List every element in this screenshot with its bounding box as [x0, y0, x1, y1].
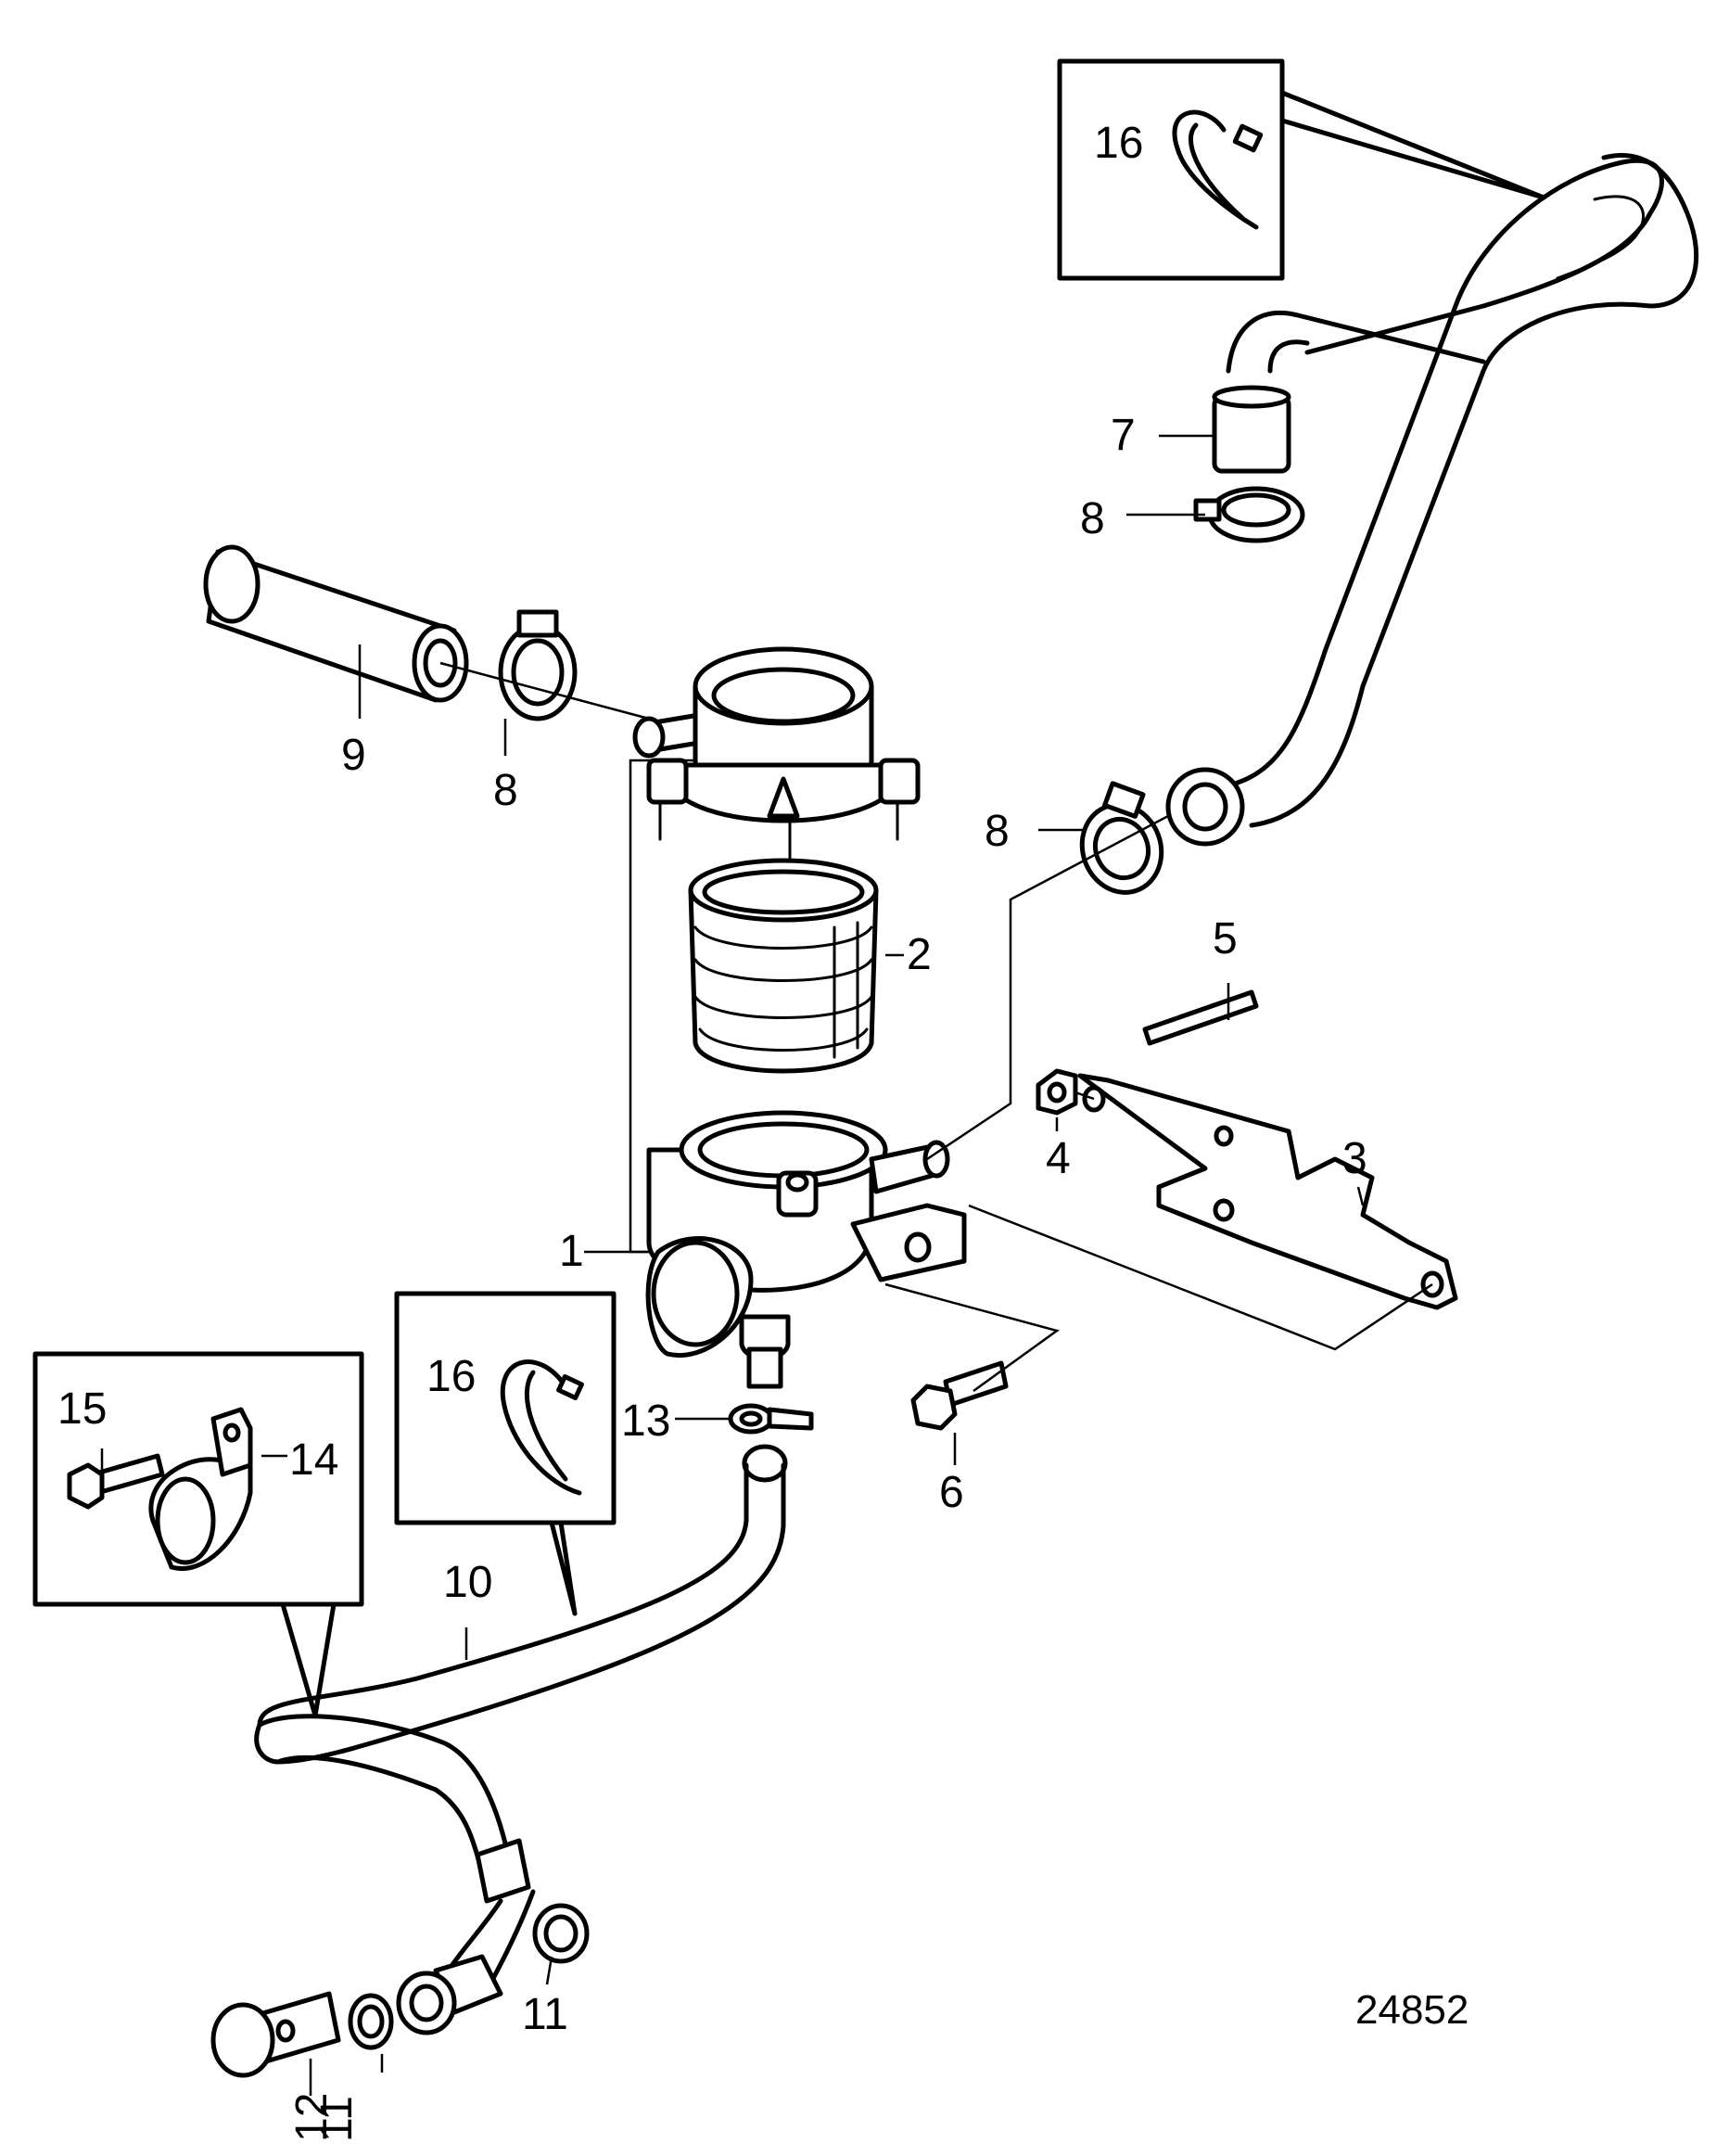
hose-clamp-upper: [1193, 486, 1305, 543]
mounting-bracket: [1077, 1073, 1458, 1310]
detail-box-top-clip: [1057, 58, 1546, 281]
filter-housing: [645, 1110, 967, 1389]
callout-11-right: 11: [522, 1990, 568, 2039]
detail-box-hose-clip: [394, 1291, 617, 1616]
detail-box-bracket-clip: [32, 1351, 364, 1718]
callout-4: 4: [1046, 1134, 1071, 1183]
hose-connector: [1212, 385, 1291, 474]
hex-bolt: [910, 1360, 1009, 1431]
callout-16-top: 16: [1094, 119, 1143, 168]
callout-11-left: 11: [312, 2096, 362, 2142]
callout-1: 1: [559, 1227, 584, 1276]
hose-clamp-middle: [1079, 781, 1164, 895]
sealing-washer-right: [532, 1903, 590, 1964]
callout-7: 7: [1111, 411, 1136, 460]
callout-12: 12: [287, 2093, 337, 2142]
callout-14: 14: [289, 1435, 338, 1485]
callout-9: 9: [341, 731, 366, 780]
banjo-bolt: [210, 1991, 341, 2078]
callout-8-upper: 8: [1080, 494, 1105, 543]
short-hose: [203, 544, 469, 703]
callout-16-middle: 16: [426, 1352, 476, 1401]
strainer-basket: [688, 858, 879, 1074]
callout-5: 5: [1213, 914, 1238, 963]
figure-number: 24852: [1355, 1987, 1468, 2033]
callout-2: 2: [907, 930, 932, 979]
callout-15: 15: [57, 1384, 107, 1434]
washer-clamp: [728, 1403, 814, 1435]
filter-cover: [632, 646, 921, 892]
sealing-washer-left: [348, 1993, 394, 2050]
callout-8-left: 8: [493, 766, 518, 815]
callout-8-middle: 8: [985, 807, 1010, 856]
hex-nut: [1036, 1068, 1078, 1116]
callout-3: 3: [1342, 1134, 1367, 1183]
banjo-fitting: [396, 1971, 457, 2035]
hose-clamp-left: [498, 609, 578, 721]
stud: [1142, 989, 1259, 1046]
callout-10: 10: [443, 1558, 492, 1607]
upper-right-hose: [1212, 153, 1699, 828]
callout-13: 13: [621, 1397, 670, 1446]
callout-6: 6: [939, 1468, 964, 1517]
drain-hose: [254, 1444, 788, 2015]
hose-end-lower: [1165, 767, 1245, 847]
